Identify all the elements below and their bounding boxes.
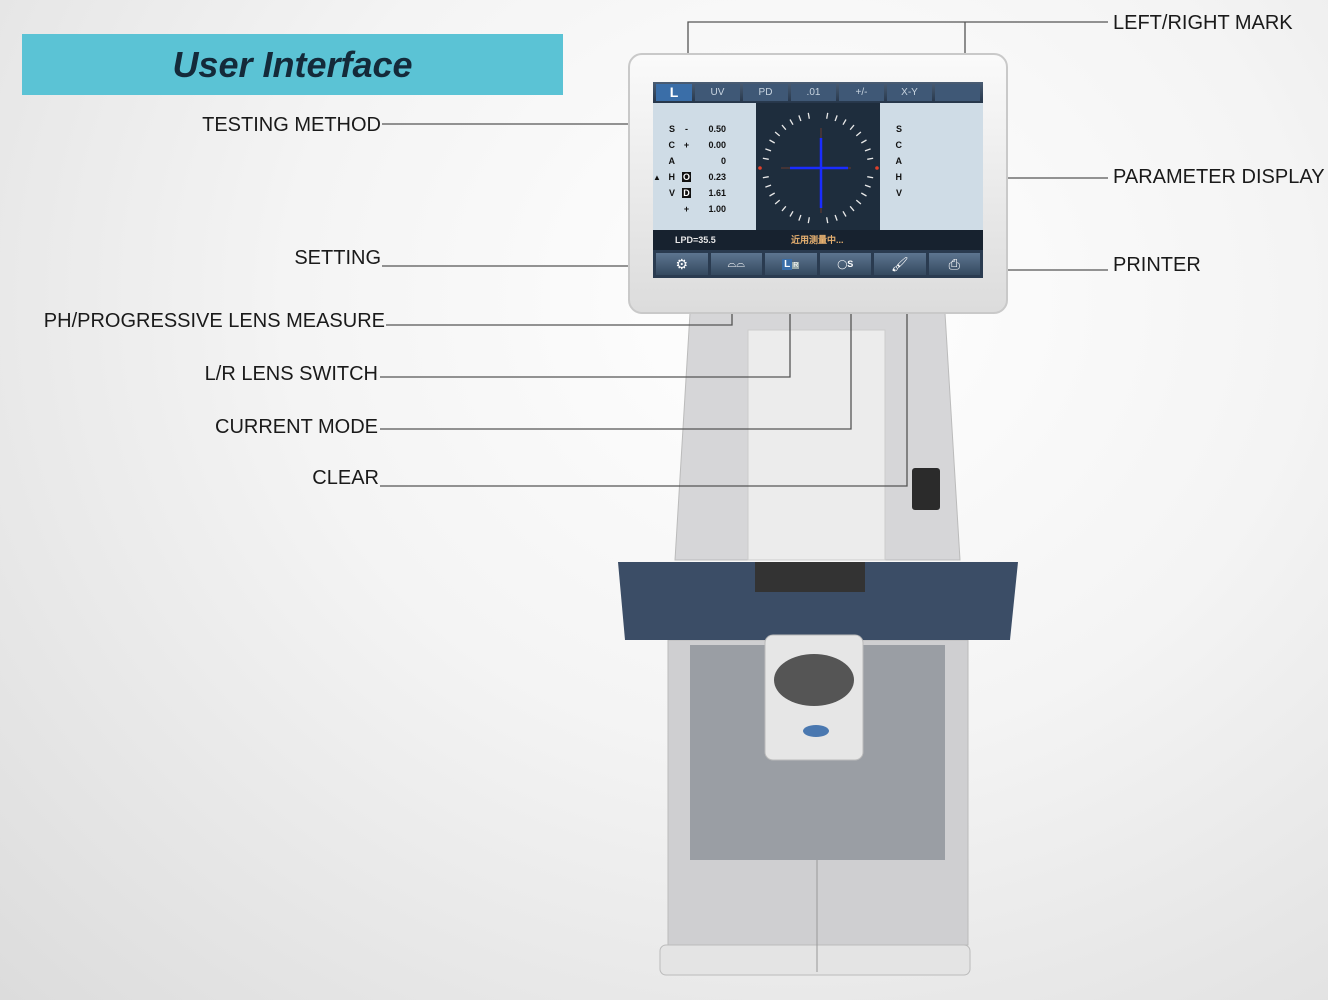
param-row: C+0.00 [668,140,727,150]
reticle-tick [834,115,838,122]
status-bar: LPD=35.5 近用测量中... [653,230,983,250]
reticle-tick [860,192,867,197]
lens-cone [774,654,854,706]
measuring-head [747,329,886,561]
reticle-tick [769,192,776,197]
reticle-tick [842,210,847,217]
reticle-tick [798,115,802,122]
reticle-tick [855,131,862,137]
label-testing-method: TESTING METHOD [202,114,381,136]
lpd-readout: LPD=35.5 [675,235,716,245]
side-button [912,468,940,510]
reticle-tick [765,184,772,188]
label-setting: SETTING [294,247,381,269]
label-parameter-display: PARAMETER DISPLAY [1113,166,1325,188]
tab-xy[interactable]: X-Y [887,84,932,101]
tab-uv[interactable]: UV [695,84,740,101]
printer-icon: ⎙ [948,255,960,272]
gear-icon: ⚙ [675,255,689,272]
tab-left-right-mark[interactable]: L [656,84,692,101]
reticle-tick [849,205,855,212]
clear-button[interactable]: 🖌 [874,253,926,275]
title-banner: User Interface [22,34,563,95]
reticle-tick [867,157,874,160]
label-ph-progressive: PH/PROGRESSIVE LENS MEASURE [43,310,385,332]
reticle-tick [826,112,829,119]
reticle-tick [855,199,862,205]
reticle-tick [826,217,829,224]
reticle-tick [864,184,871,188]
param-row: S-0.50 [668,124,726,134]
reticle-tick [762,157,769,160]
reticle-tick [789,210,794,217]
reticle-tick [762,176,769,179]
reticle-tick [842,119,847,126]
lens-holder [755,562,865,592]
triangle-icon: ▲ [653,172,661,182]
reticle-tick [864,148,871,152]
indicator-light [803,725,829,737]
current-mode-button[interactable]: ◯S [819,253,871,275]
reticle-tick [774,131,781,137]
glasses-icon: ⌓⌓ [727,257,745,270]
printer-button[interactable]: ⎙ [928,253,980,275]
tab-step[interactable]: .01 [791,84,836,101]
reticle-tick [781,205,787,212]
setting-button[interactable]: ⚙ [656,253,708,275]
reticle-tick [867,176,874,179]
progressive-lens-button[interactable]: ⌓⌓ [710,253,762,275]
title: User Interface [172,43,413,85]
reticle-tick [781,124,787,131]
reticle-tick [807,112,810,119]
label-lr-switch: L/R LENS SWITCH [204,363,378,385]
reticle-tick [807,217,810,224]
label-left-right-mark: LEFT/RIGHT MARK [1113,12,1293,34]
reticle-tick [860,139,867,144]
mode-text: 近用测量中... [791,235,844,245]
label-clear: CLEAR [312,467,379,489]
reticle-tick [765,148,772,152]
tab-empty[interactable] [935,84,980,101]
reticle-tick [769,139,776,144]
reticle-tick [774,199,781,205]
tab-pd[interactable]: PD [743,84,788,101]
tab-bar: L UV PD .01 +/- X-Y [653,82,983,103]
reticle-tick [798,214,802,221]
right-parameter-panel: S C A H V [880,103,983,230]
tab-sign[interactable]: +/- [839,84,884,101]
lens-tray [618,562,1018,640]
brush-icon: 🖌 [890,255,909,272]
param-row: +1.00 [683,204,726,214]
label-printer: PRINTER [1113,254,1201,276]
reticle-tick [849,124,855,131]
reticle-tick [834,214,838,221]
reticle-display [758,112,879,224]
label-current-mode: CURRENT MODE [215,416,378,438]
glasses-s-icon: ◯S [837,258,854,269]
base [659,944,971,976]
reticle-tick [789,119,794,126]
